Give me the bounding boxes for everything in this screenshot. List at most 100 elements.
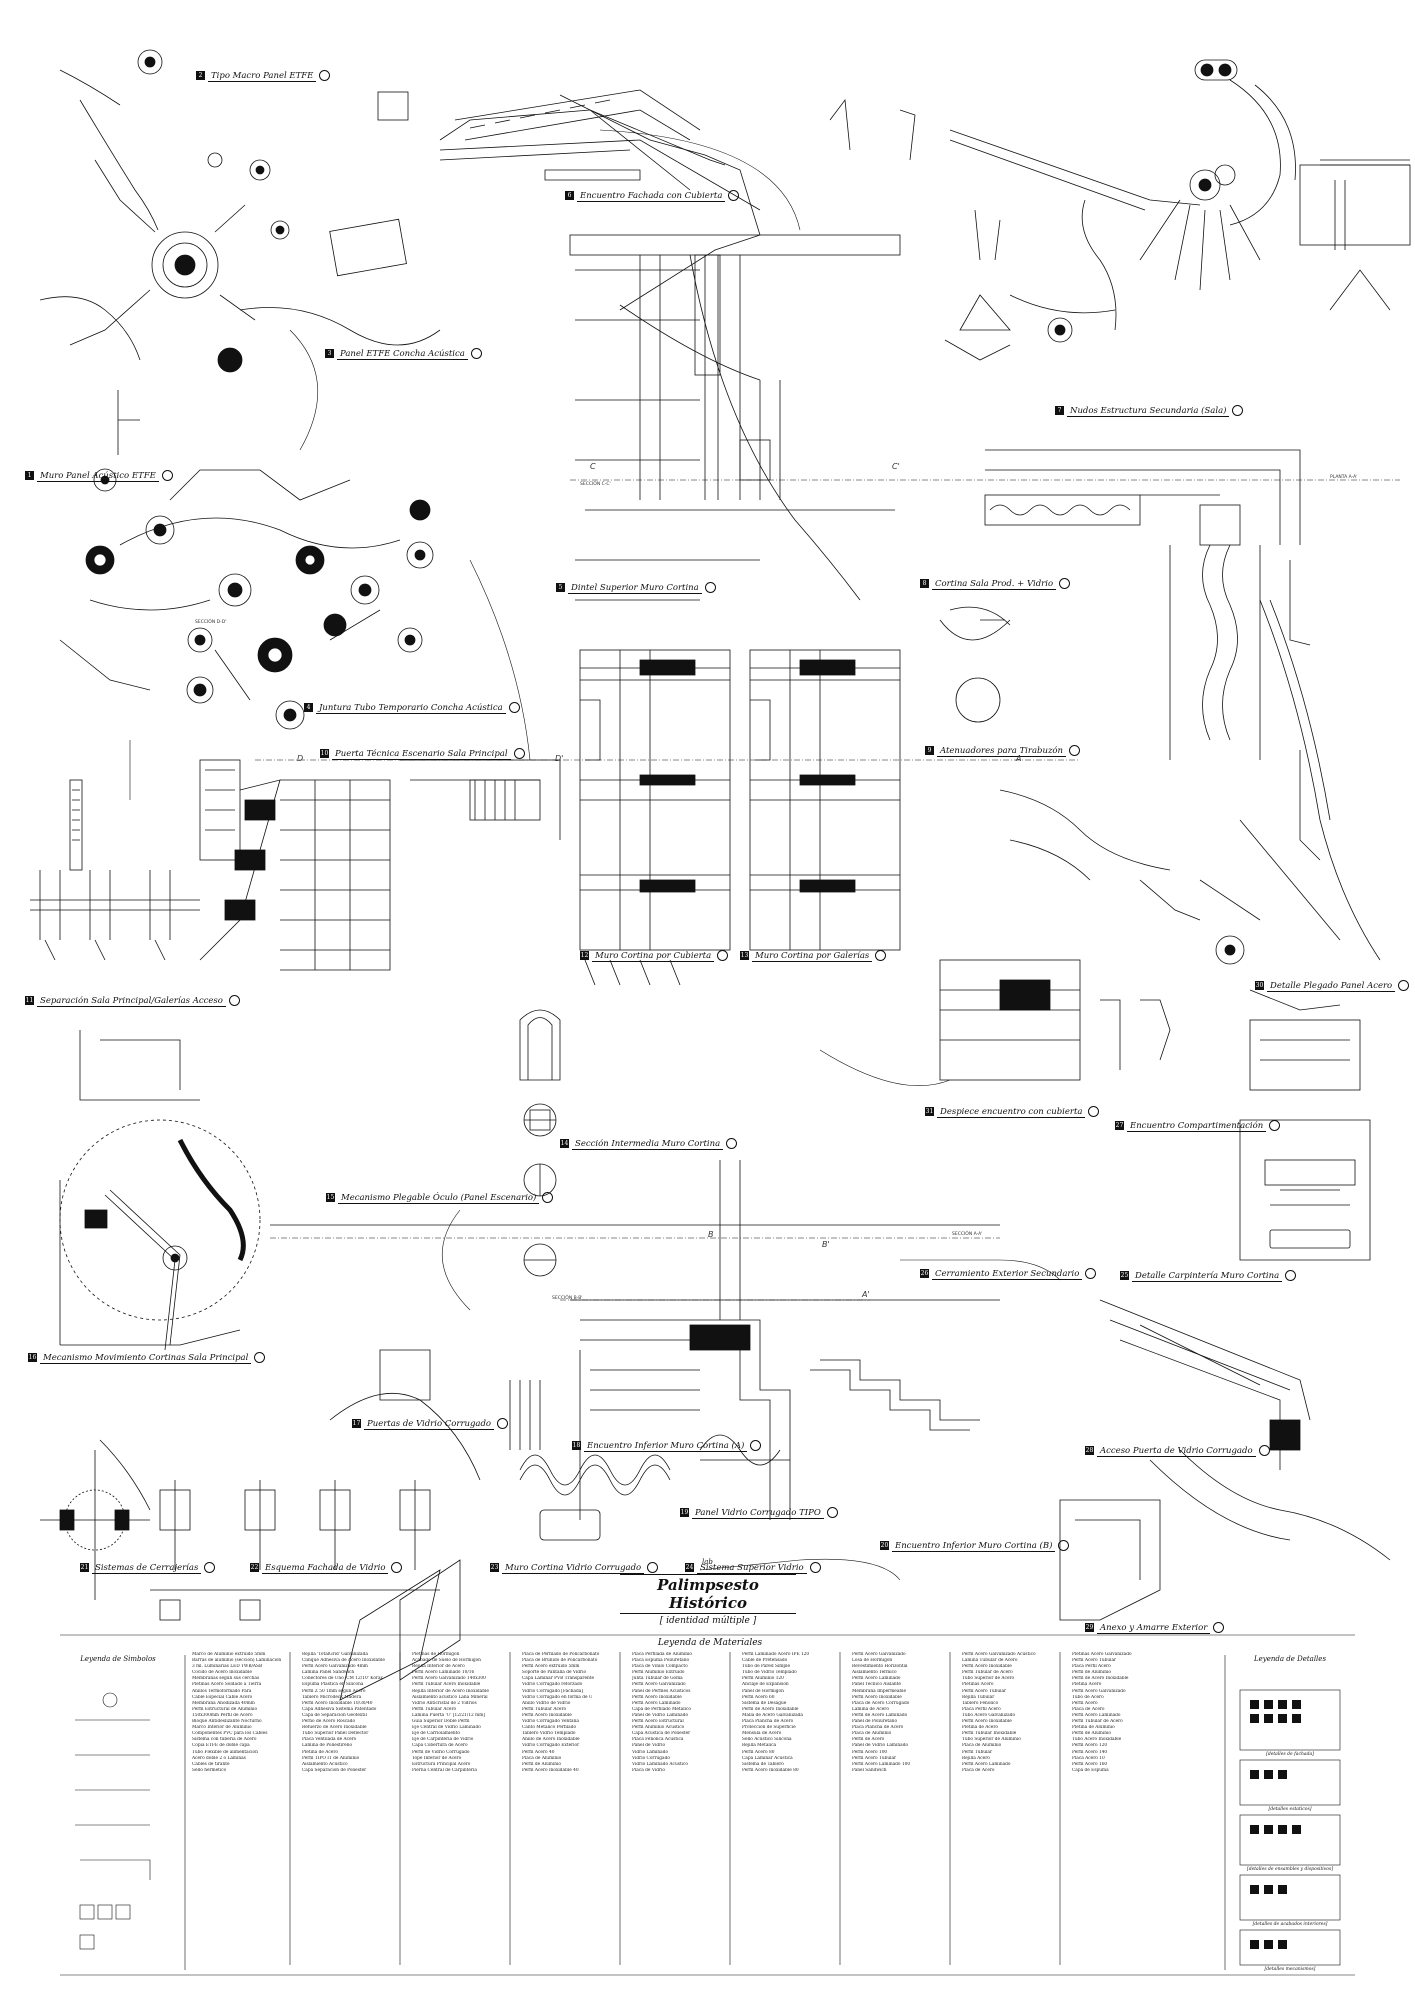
legend-entry: Guía Superior Doble Perfil [412, 1719, 470, 1725]
symbols-legend-title: Leyenda de Simbolos [80, 1655, 156, 1663]
legend-entry: Tope Inferior de Acero [412, 1755, 462, 1761]
legend-entry: Perfil Tubular de Acero [962, 1670, 1013, 1676]
legend-entry: Perfil Acero Inoxidable [962, 1664, 1012, 1670]
legend-entry: Capa Laminar PVB Transparente [522, 1676, 595, 1682]
legend-entry: Perfil Acero extruido 5mm [522, 1664, 580, 1670]
detail-caption: [detalles mecanismos] [1264, 1967, 1316, 1972]
materials-legend-title: Leyenda de Materiales [657, 1638, 763, 1648]
legend-entry: Perfil Acero 60 [742, 1694, 775, 1700]
roof-beam [454, 89, 701, 181]
legend-entry: Placa Fenólica Acústica [632, 1737, 684, 1743]
legend-entry: Placa de Aluminio [852, 1731, 892, 1737]
corrugated-glass-panel [329, 1349, 790, 1701]
legend-entry: Perfil Acero Galvanizado [852, 1652, 906, 1657]
section-mark: SECCIÓN D-D' [195, 620, 227, 625]
legend-entry: Placa Ventilada de Acero [302, 1737, 357, 1743]
legend-entry: Perfil Acero Inoxidable 10/30/40 [302, 1700, 373, 1706]
section-mark: SECCIÓN C-C' [580, 482, 611, 487]
section-mark: D' [555, 754, 564, 763]
connecting-curves [129, 129, 1061, 1581]
legend-entry: Bloque Antideslizante Nocturno [192, 1719, 262, 1725]
legend-entry: Perfil de Acero Inoxidable [742, 1706, 799, 1712]
legend-entry: Eje Central de Vidrio Laminado [412, 1725, 481, 1731]
legend-entry: Tubo Acero Inoxidable [1072, 1737, 1122, 1743]
legend-entry: Perfil Aluminio 120 [742, 1676, 784, 1682]
legend-entry: Cable Especial Cable Acero [192, 1694, 253, 1700]
plan-section-aa [270, 1160, 1000, 1520]
legend-entry: Aislamiento Acústico [302, 1761, 348, 1767]
legend-entry: Conectores de Uno 'CM 12/10' Korax [302, 1676, 383, 1682]
detail-caption: [detalles de acabados interiores] [1252, 1922, 1328, 1927]
legend-entry: Cocido de Acero Inoxidable [192, 1670, 252, 1676]
legend-entry: Pletina de Acero [962, 1725, 998, 1731]
legend-entry: Rejilla Interior de Acero Inoxidable [412, 1688, 489, 1694]
legend-entry: Perfil Acero Tubular [1072, 1658, 1117, 1664]
legend-entry: Perfil Acero Inoxidable [632, 1694, 682, 1700]
legend-entry: Placa Acero 10 [1072, 1755, 1105, 1761]
legend-entry: Capa Separación de Poliéster [302, 1767, 367, 1773]
legend-entry: Perfil Acero Galvanizado 4mm [302, 1664, 368, 1670]
legend-entry: Placa de Perfilado de Policarbonato [522, 1652, 600, 1657]
legend-entry: Panel de Vidrio Laminado [632, 1712, 689, 1718]
details-legend-title: Leyenda de Detalles [1253, 1655, 1327, 1663]
legend-entry: 3 ml. Luminarias LED TWB/ASB [192, 1664, 263, 1670]
legend-entry: Sello hermético [192, 1767, 227, 1773]
detail-caption: [detalles estaticos] [1268, 1807, 1312, 1812]
legend-entry: Perfil de Aluminio [522, 1761, 561, 1767]
legend-entry: Lámina Panel Sándwich [302, 1670, 355, 1676]
legend-entry: Sistema de Desagüe [742, 1700, 787, 1706]
legend-entry: Protección de Superficie [742, 1725, 796, 1731]
sheet-subtitle: [ identidad múltiple ] [659, 1616, 757, 1626]
legend-entry: Acero doble 2 o Láminas [192, 1755, 246, 1761]
legend-entry: Perfil Acero Inoxidable [852, 1694, 902, 1700]
detail-caption: [detalles de ensambles y dispositivos] [1246, 1867, 1334, 1872]
legend-entry: Placa Perfil Acero [1072, 1664, 1111, 1670]
title-block: lab Palimpsesto Histórico [ identidad mú… [620, 1558, 796, 1626]
legend-entry: Copia ETFE de doble capa [192, 1743, 250, 1749]
legend-entry: Lámina de Poliestireno [302, 1743, 353, 1749]
legend-entry: Tablero Microdeck Madera [302, 1694, 362, 1700]
legend-entry: Placa Espuma Poliuretano [632, 1658, 690, 1664]
legend-entry: Componentes PVC para los Cables [192, 1731, 268, 1737]
legend-entry: Perfil Tubular Acero [412, 1706, 457, 1712]
legend-entry: Perfil Aluminio Extruido [632, 1670, 685, 1676]
legend-entry: Tubo de Vidrio Templado [742, 1670, 797, 1676]
legend-entry: Panel de Perfiles Acústicos [632, 1688, 691, 1694]
legend-entry: Capa Laminar Acústica [742, 1755, 793, 1761]
legend-entry: Perfil Tubular [962, 1749, 993, 1755]
legend-entry: Placa de Acero Corrugado [852, 1700, 910, 1706]
legend-entry: Capa de Perfilado Metálico [632, 1706, 691, 1712]
legend-entry: Tubo Superior Panel Deflector [302, 1731, 369, 1737]
legend-entry: Lámina de Acero [852, 1706, 889, 1712]
legend-entry: Perfil Acero 100 [852, 1749, 888, 1755]
legend-entry: Perfil Tubular Acero [522, 1706, 567, 1712]
legend-entry: Perfil TIPO IT de Aluminio [302, 1755, 360, 1761]
legend-entry: Barras de aluminio (sección) Laminación [192, 1658, 282, 1664]
section-mark: B [708, 1230, 714, 1239]
legend-entry: Tubo Acero Galvanizado [962, 1712, 1016, 1718]
legend-entry: Perfil Acero 120 [1072, 1743, 1108, 1749]
legend-entry: Panel de Vidrio [632, 1743, 666, 1749]
legend-entry: Eje de Carpintería de Vidrio [412, 1737, 474, 1743]
legend-entry: Placa Perfilada de Aluminio [632, 1652, 693, 1657]
legend-entry: Rejilla Metálica [742, 1743, 777, 1749]
sheet-title: Palimpsesto Histórico [620, 1574, 796, 1614]
legend-entry: Rejilla 'TotalGrid' Galvanizada [302, 1652, 368, 1657]
legend-entry: Perfil de Acero Laminado [852, 1712, 908, 1718]
legend-entry: 150x300mm Perfil de Acero [192, 1712, 253, 1718]
legend-entry: Perfil Tubular Acero Inoxidable [412, 1682, 481, 1688]
